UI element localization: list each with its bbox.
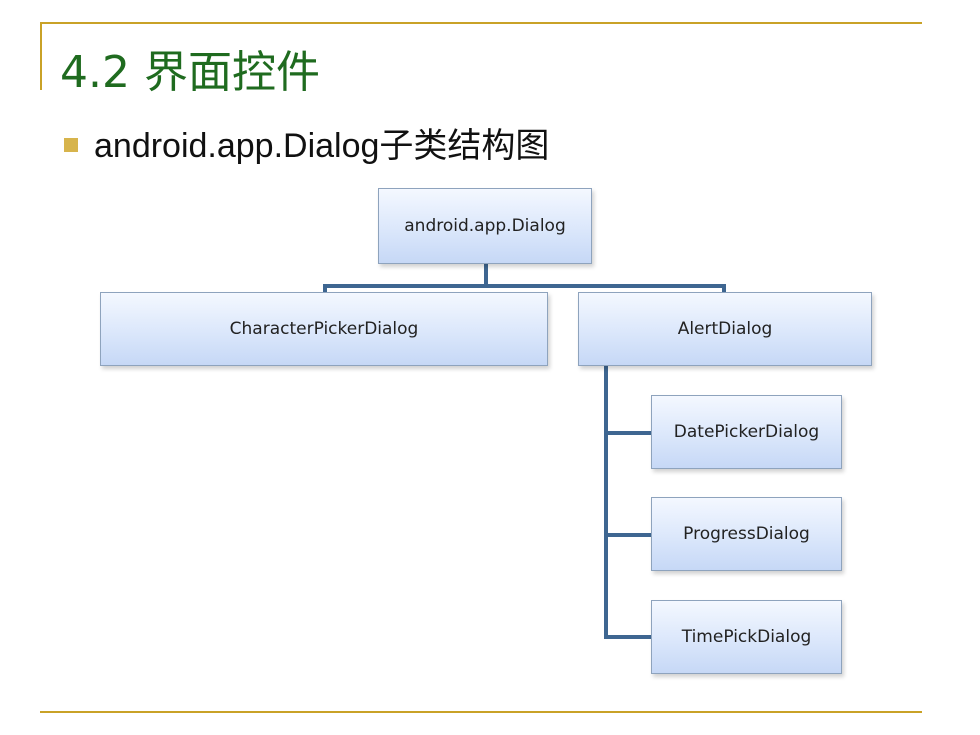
bullet-text: android.app.Dialog子类结构图 — [94, 127, 550, 165]
node-android-app-dialog: android.app.Dialog — [378, 188, 592, 264]
connector-to-progress — [604, 533, 652, 537]
connector-alert-vertical — [604, 366, 608, 639]
connector-to-datepicker — [604, 431, 652, 435]
top-rule — [40, 22, 922, 24]
node-progressdialog: ProgressDialog — [651, 497, 842, 571]
connector-root-down — [484, 263, 488, 286]
node-timepickdialog: TimePickDialog — [651, 600, 842, 674]
connector-horizontal — [323, 284, 726, 288]
node-alertdialog: AlertDialog — [578, 292, 872, 366]
connector-to-alertdialog — [722, 284, 726, 293]
slide-title: 4.2 界面控件 — [60, 47, 320, 98]
connector-to-characterpicker — [323, 284, 327, 293]
node-datepickerdialog: DatePickerDialog — [651, 395, 842, 469]
bottom-rule — [40, 711, 922, 713]
square-bullet-icon — [64, 138, 78, 152]
node-characterpickerdialog: CharacterPickerDialog — [100, 292, 548, 366]
connector-to-timepick — [604, 635, 652, 639]
title-accent-bar — [40, 22, 42, 90]
